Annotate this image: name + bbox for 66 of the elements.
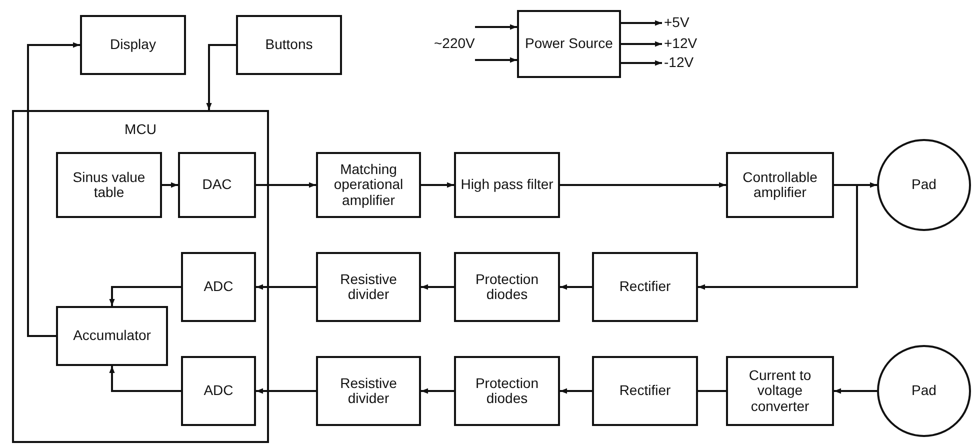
connector-line <box>698 390 726 392</box>
arrow <box>834 388 877 394</box>
block-label: Power Source <box>524 36 614 52</box>
block-label: Accumulator <box>72 328 152 344</box>
arrow <box>162 182 178 188</box>
arrow <box>560 284 592 290</box>
block-box <box>517 10 621 78</box>
block-label: ADC <box>202 279 234 295</box>
block-box <box>454 356 560 426</box>
block-box <box>454 152 560 218</box>
arrow <box>109 366 181 392</box>
voltage-label: -12V <box>663 55 695 71</box>
block-box <box>181 252 256 322</box>
block-label: Sinus value table <box>72 170 146 200</box>
block-label: Resistive divider <box>339 376 398 406</box>
arrow <box>621 60 662 66</box>
arrow <box>560 182 726 188</box>
block-label: Display <box>109 37 157 53</box>
arrow <box>256 388 316 394</box>
arrow <box>560 388 592 394</box>
block-label: ADC <box>202 383 234 399</box>
arrow <box>256 284 316 290</box>
block-label: Pad <box>910 177 938 193</box>
block-box <box>316 152 421 218</box>
arrow <box>421 284 454 290</box>
block-box <box>56 306 168 366</box>
arrow <box>256 182 316 188</box>
arrow <box>475 24 517 30</box>
block-box <box>56 152 162 218</box>
block-label: Protection diodes <box>474 376 540 406</box>
block-label: Current to voltage converter <box>748 368 812 414</box>
block-box <box>80 15 186 75</box>
arrow <box>621 41 662 47</box>
block-box <box>181 356 256 426</box>
block-box <box>236 15 342 75</box>
block-box <box>592 252 698 322</box>
block-label: DAC <box>201 177 233 193</box>
block-box <box>454 252 560 322</box>
block-label: Rectifier <box>618 279 672 295</box>
block-label: High pass filter <box>460 177 554 193</box>
block-box <box>178 152 256 218</box>
arrow <box>421 388 454 394</box>
block-label: Matching operational amplifier <box>332 162 404 208</box>
voltage-label: +5V <box>663 15 690 31</box>
arrow <box>421 182 454 188</box>
block-box <box>316 356 421 426</box>
block-label: Resistive divider <box>339 272 398 302</box>
voltage-label: ~220V <box>434 35 475 51</box>
block-label: Rectifier <box>618 383 672 399</box>
arrow <box>109 286 181 306</box>
mcu-block <box>12 110 269 443</box>
block-box <box>316 252 421 322</box>
voltage-label: +12V <box>663 36 698 52</box>
block-box <box>726 356 834 426</box>
arrow <box>206 44 236 110</box>
arrow <box>698 184 858 290</box>
block-box <box>592 356 698 426</box>
arrow <box>27 42 80 337</box>
block-label: Controllable amplifier <box>742 170 818 200</box>
block-heading: MCU <box>124 122 158 138</box>
block-label: Protection diodes <box>474 272 540 302</box>
arrow <box>621 20 662 26</box>
block-box <box>726 152 834 218</box>
block-label: Pad <box>910 383 938 399</box>
block-label: Buttons <box>264 37 314 53</box>
arrow <box>475 57 517 63</box>
